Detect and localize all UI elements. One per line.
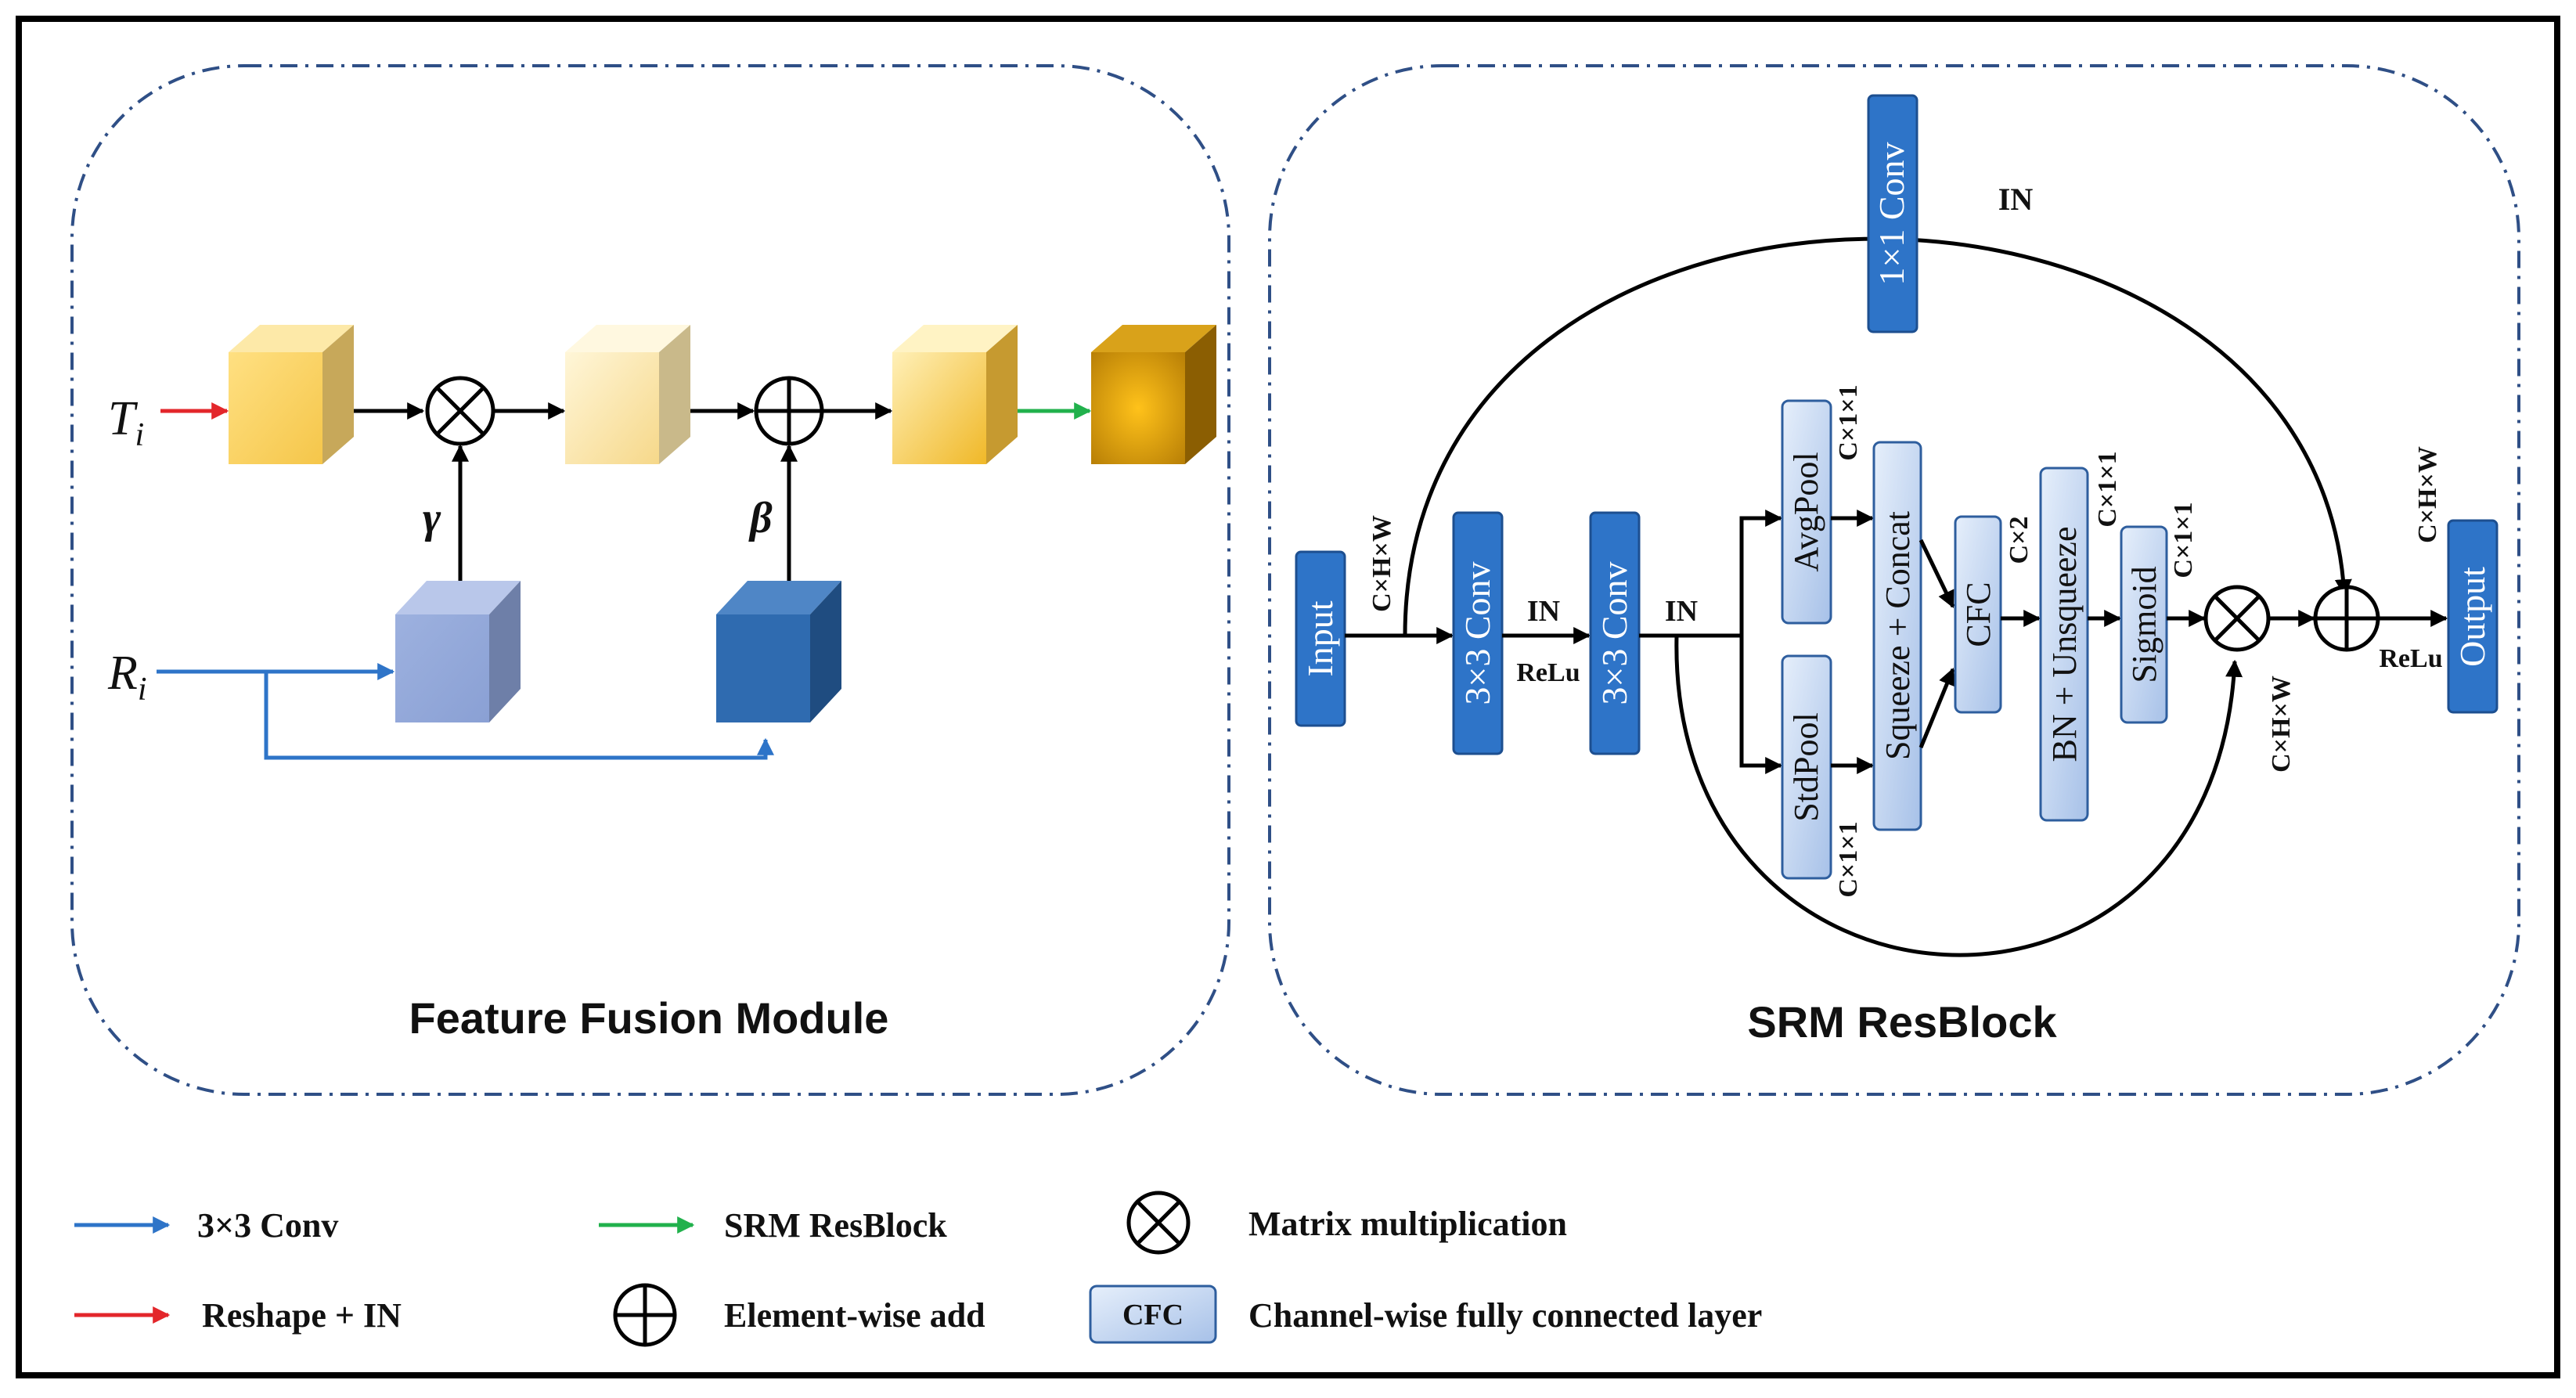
input-t-label: Ti [108,392,144,453]
srm-multiply-icon [2203,585,2271,652]
cfc-label: CFC [1959,582,1998,647]
conv2-label: 3×3 Conv [1594,561,1634,704]
conv-arrow-beta [264,672,774,760]
add-icon [754,376,824,446]
feature-cube-3 [892,325,1018,464]
multiply-icon [425,376,495,446]
bn-unsqueeze-label: BN + Unsqueeze [2045,527,2084,762]
conv-1x1-box: 1×1 Conv [1867,94,1918,333]
input-r-label: Ri [107,647,147,708]
feature-cube-1 [229,325,354,464]
legend-reshape-label: Reshape + IN [202,1296,402,1335]
conv1-label: 3×3 Conv [1457,561,1497,704]
skip-connection [1403,236,2352,636]
feature-cube-2 [565,325,690,464]
sigmoid-box: Sigmoid [2120,525,2168,724]
avgpool-box: AvgPool [1781,399,1832,625]
beta-label: β [748,494,773,542]
legend-multiply-icon [1126,1191,1191,1255]
feature-cube-4 [1091,325,1216,464]
dim-output: C×H×W [2413,446,2442,543]
output-box: Output [2447,519,2499,714]
fusion-panel [70,64,1230,1096]
dim-stdpool: C×1×1 [1834,821,1863,897]
input-box: Input [1295,550,1346,727]
cfc-box: CFC [1954,515,2002,714]
stdpool-label: StdPool [1787,712,1825,821]
bn-unsqueeze-box: BN + Unsqueeze [2039,467,2089,822]
sigmoid-label: Sigmoid [2125,566,2163,683]
in-label-top: IN [1998,182,2034,217]
srm-module: 1×1 Conv IN Input C×H×W 3×3 Conv IN ReLu… [1295,94,2499,1047]
conv-1x1-label: 1×1 Conv [1872,142,1911,285]
srm-add-icon [2313,585,2380,652]
stdpool-box: StdPool [1781,654,1832,880]
squeeze-concat-label: Squeeze + Concat [1879,511,1917,760]
legend-add-icon [613,1283,677,1347]
legend-srm-label: SRM ResBlock [724,1206,947,1245]
output-label: Output [2452,567,2492,667]
dim-multiply: C×H×W [2267,676,2296,773]
legend-cfc-box: CFC [1089,1285,1217,1344]
dim-sigmoid: C×1×1 [2169,502,2198,578]
beta-cube [716,581,841,722]
outer-frame [16,16,2560,1378]
relu-label-1: ReLu [1516,658,1580,687]
feature-connection [1674,635,2243,957]
dim-cfc: C×2 [2005,517,2034,564]
legend-cfc-box-label: CFC [1122,1299,1184,1331]
legend-mul-label: Matrix multiplication [1248,1205,1567,1243]
arrow-to-avgpool [1739,510,1783,636]
dim-avgpool: C×1×1 [1834,384,1863,460]
legend-conv-label: 3×3 Conv [197,1206,338,1245]
legend-cfc-desc: Channel-wise fully connected layer [1248,1296,1762,1335]
avgpool-label: AvgPool [1787,452,1825,571]
in-label-1: IN [1527,595,1560,628]
relu-label-out: ReLu [2379,644,2442,673]
dim-input: C×H×W [1367,515,1396,612]
conv1-box: 3×3 Conv [1452,511,1504,755]
srm-title: SRM ResBlock [1747,997,2057,1047]
conv2-box: 3×3 Conv [1589,511,1641,755]
dim-bn: C×1×1 [2093,451,2122,527]
fusion-module: Ti [107,325,1216,1043]
arrow-concat-cfc-top [1918,539,1955,608]
in-label-2: IN [1665,595,1698,628]
squeeze-concat-box: Squeeze + Concat [1872,441,1922,831]
arrow-concat-cfc-bottom [1918,667,1955,748]
gamma-cube [395,581,521,722]
gamma-label: γ [423,494,441,542]
legend: 3×3 Conv Reshape + IN SRM ResBlock Eleme… [74,1191,1762,1347]
legend-add-label: Element-wise add [724,1296,985,1335]
arrow-to-stdpool [1739,636,1783,774]
fusion-title: Feature Fusion Module [409,993,889,1043]
input-label: Input [1300,600,1340,676]
srm-panel [1268,64,2520,1096]
